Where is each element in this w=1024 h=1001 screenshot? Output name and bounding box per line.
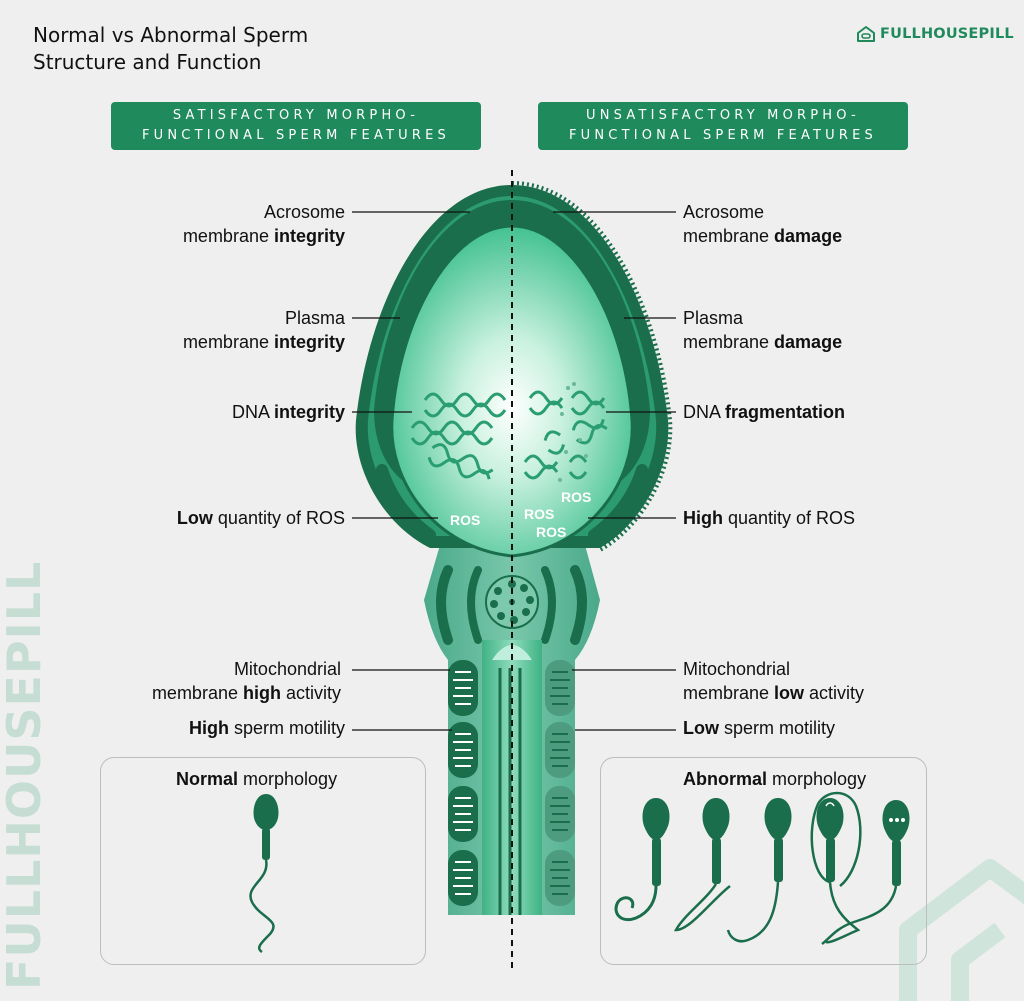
label-low-ros: Low quantity of ROS	[177, 506, 345, 530]
label-plasma-right-line1: Plasma	[683, 308, 744, 328]
label-bold: High	[683, 508, 723, 528]
leader-lines-left	[352, 211, 470, 731]
label-high-ros: High quantity of ROS	[683, 506, 855, 530]
header-satisfactory: SATISFACTORY MORPHO- FUNCTIONAL SPERM FE…	[111, 102, 481, 150]
abnormal-sperm-bent-tail	[673, 798, 731, 932]
dna-damaged-3	[523, 454, 588, 480]
label-bold: integrity	[273, 332, 345, 352]
label-bold: high	[242, 683, 281, 703]
normal-morphology-box	[100, 757, 426, 965]
ros-right-1: ROS	[561, 489, 591, 505]
abnormal-sperm-vacuoles	[821, 800, 910, 945]
ros-right-3: ROS	[536, 524, 566, 540]
ros-right-2: ROS	[524, 506, 554, 522]
label-plasma-left-line2: membrane integrity	[183, 330, 345, 354]
label-bold: low	[774, 683, 805, 703]
label-text: morphology	[767, 769, 867, 789]
label-dna-integrity: DNA integrity	[232, 400, 345, 424]
label-plasma-damage: Plasma membrane damage	[683, 306, 842, 354]
label-text: membrane	[683, 332, 775, 352]
dna-strands	[410, 390, 608, 480]
abnormal-sperm-coiled-tail	[614, 798, 670, 921]
header-right-line-1: UNSATISFACTORY MORPHO-	[586, 108, 860, 123]
label-bold: High	[188, 718, 229, 738]
label-acrosome-left-line2: membrane integrity	[183, 224, 345, 248]
label-high-motility: High sperm motility	[189, 716, 345, 740]
label-bold: damage	[774, 332, 843, 352]
sperm-head	[355, 181, 673, 558]
label-text: activity	[280, 683, 341, 703]
header-left-line-2: FUNCTIONAL SPERM FEATURES	[141, 128, 450, 143]
mitochondria-left	[448, 660, 478, 906]
label-mito-left-line2: membrane high activity	[152, 681, 341, 705]
label-bold: integrity	[273, 226, 345, 246]
title-line-2: Structure and Function	[33, 50, 262, 74]
label-bold: damage	[774, 226, 843, 246]
label-mito-left-line1: Mitochondrial	[233, 659, 341, 679]
brand-logo: FULLHOUSEPILL	[856, 23, 1014, 45]
label-text: sperm motility	[228, 718, 345, 738]
dna-normal-1	[423, 392, 507, 418]
label-plasma-integrity: Plasma membrane integrity	[183, 306, 345, 354]
label-text: sperm motility	[719, 718, 836, 738]
label-mito-low: Mitochondrial membrane low activity	[683, 657, 864, 705]
label-mito-right-line1: Mitochondrial	[683, 659, 791, 679]
label-text: DNA	[683, 402, 726, 422]
page-title: Normal vs Abnormal Sperm Structure and F…	[33, 22, 453, 76]
ros-left: ROS	[450, 512, 480, 528]
label-acrosome-right-line2: membrane damage	[683, 224, 842, 248]
label-bold: Low	[176, 508, 213, 528]
label-low-motility: Low sperm motility	[683, 716, 835, 740]
midpiece	[424, 545, 600, 915]
dna-normal-2	[410, 420, 494, 446]
label-plasma-left-line1: Plasma	[284, 308, 345, 328]
label-mito-high: Mitochondrial membrane high activity	[152, 657, 341, 705]
label-text: activity	[804, 683, 865, 703]
label-text: membrane	[182, 226, 274, 246]
dna-fragments	[558, 382, 588, 482]
label-bold: integrity	[273, 402, 345, 422]
label-mito-right-line2: membrane low activity	[683, 681, 864, 705]
label-text: membrane	[151, 683, 243, 703]
label-acrosome-right-line1: Acrosome	[683, 202, 765, 222]
label-acrosome-left-line1: Acrosome	[263, 202, 345, 222]
label-text: DNA	[231, 402, 274, 422]
title-line-1: Normal vs Abnormal Sperm	[33, 23, 309, 47]
abnormal-sperm-looped-tail	[810, 791, 862, 944]
label-text: quantity of ROS	[723, 508, 856, 528]
dna-damaged-2	[543, 418, 608, 455]
mitochondria-right	[545, 660, 575, 906]
label-text: membrane	[683, 683, 775, 703]
label-bold: Normal	[176, 769, 239, 789]
abnormal-morphology-box	[600, 757, 927, 965]
label-text: quantity of ROS	[212, 508, 345, 528]
label-text: morphology	[238, 769, 338, 789]
brand-name: FULLHOUSEPILL	[880, 26, 1014, 42]
house-watermark-icon	[899, 859, 1024, 1001]
label-bold: Low	[683, 718, 719, 738]
house-pill-icon	[857, 26, 875, 42]
label-text: membrane	[182, 332, 274, 352]
label-text: membrane	[683, 226, 775, 246]
dna-normal-3	[427, 443, 494, 480]
normal-morphology-title: Normal morphology	[176, 767, 337, 791]
label-acrosome-damage: Acrosome membrane damage	[683, 200, 842, 248]
abnormal-morphology-title: Abnormal morphology	[683, 767, 866, 791]
abnormal-sperm-icons	[614, 791, 910, 945]
label-bold: fragmentation	[725, 402, 846, 422]
leader-lines-right	[553, 211, 676, 731]
label-dna-fragmentation: DNA fragmentation	[683, 400, 845, 424]
dna-damaged-1	[528, 390, 606, 416]
label-acrosome-integrity: Acrosome membrane integrity	[183, 200, 345, 248]
label-bold: Abnormal	[683, 769, 768, 789]
normal-sperm-icon	[249, 794, 279, 954]
header-right-line-2: FUNCTIONAL SPERM FEATURES	[568, 128, 877, 143]
header-left-line-1: SATISFACTORY MORPHO-	[172, 108, 420, 123]
abnormal-sperm-hooked-tail	[726, 798, 792, 943]
header-unsatisfactory: UNSATISFACTORY MORPHO- FUNCTIONAL SPERM …	[538, 102, 908, 150]
label-plasma-right-line2: membrane damage	[683, 330, 842, 354]
